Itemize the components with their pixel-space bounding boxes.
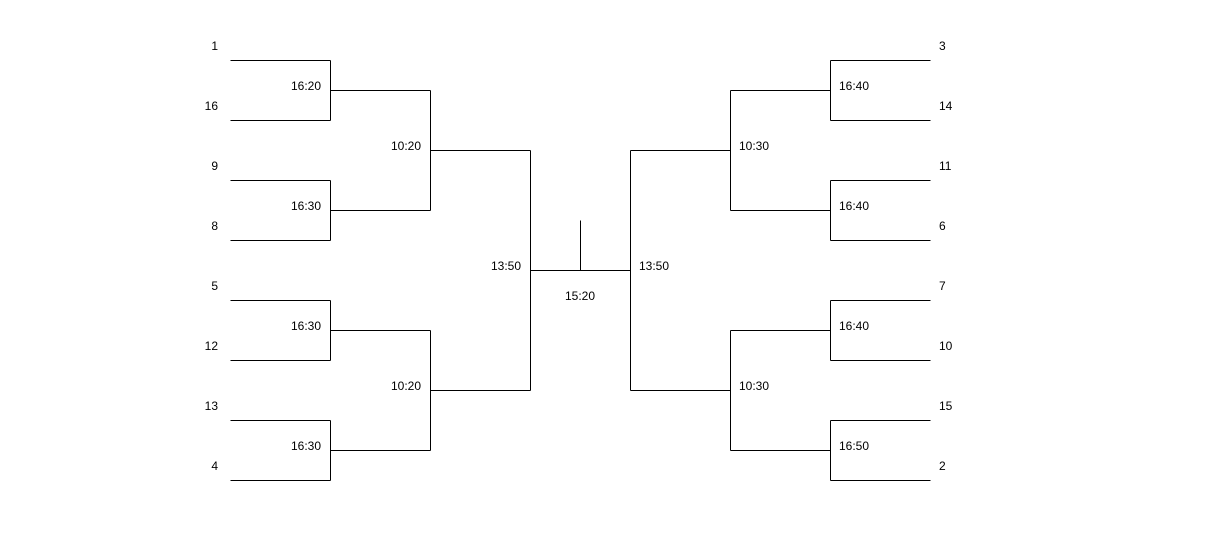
right-r1-time-3: 16:40 bbox=[839, 319, 869, 333]
left-seed-6: 12 bbox=[205, 339, 219, 353]
left-seed-7: 13 bbox=[205, 399, 219, 413]
left-r2-time-2: 10:20 bbox=[391, 379, 421, 393]
right-r2-time-1: 10:30 bbox=[739, 139, 769, 153]
right-seed-2: 14 bbox=[939, 99, 953, 113]
left-r1-time-4: 16:30 bbox=[291, 439, 321, 453]
right-seed-8: 2 bbox=[939, 459, 946, 473]
left-r1-time-1: 16:20 bbox=[291, 79, 321, 93]
left-seed-3: 9 bbox=[211, 159, 218, 173]
left-seed-1: 1 bbox=[211, 39, 218, 53]
right-r1-time-1: 16:40 bbox=[839, 79, 869, 93]
right-r1-time-2: 16:40 bbox=[839, 199, 869, 213]
right-seed-3: 11 bbox=[939, 159, 952, 173]
left-r1-time-2: 16:30 bbox=[291, 199, 321, 213]
left-seed-8: 4 bbox=[211, 459, 218, 473]
right-r1-time-4: 16:50 bbox=[839, 439, 869, 453]
right-seed-5: 7 bbox=[939, 279, 946, 293]
bracket-lines bbox=[230, 60, 931, 481]
right-r2-time-2: 10:30 bbox=[739, 379, 769, 393]
left-seed-2: 16 bbox=[205, 99, 219, 113]
left-seed-4: 8 bbox=[211, 219, 218, 233]
left-seed-5: 5 bbox=[211, 279, 218, 293]
final-time: 15:20 bbox=[565, 289, 595, 303]
left-r2-time-1: 10:20 bbox=[391, 139, 421, 153]
right-seed-7: 15 bbox=[939, 399, 953, 413]
left-r1-time-3: 16:30 bbox=[291, 319, 321, 333]
right-seed-1: 3 bbox=[939, 39, 946, 53]
right-seed-4: 6 bbox=[939, 219, 946, 233]
left-semifinal-time: 13:50 bbox=[491, 259, 521, 273]
right-semifinal-time: 13:50 bbox=[639, 259, 669, 273]
right-seed-6: 10 bbox=[939, 339, 953, 353]
